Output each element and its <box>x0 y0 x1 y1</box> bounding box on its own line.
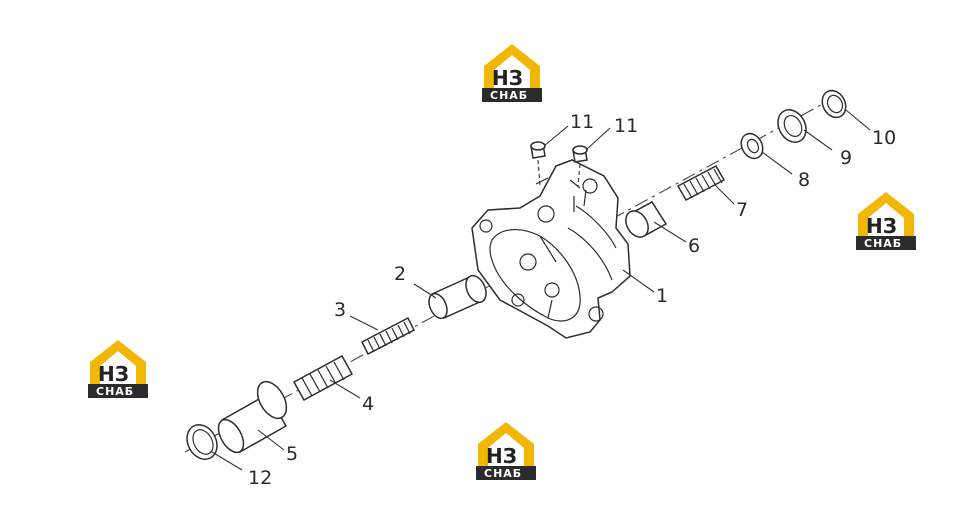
right-spring-part <box>676 164 726 202</box>
piston-part <box>625 201 668 238</box>
watermark-logo-top: НЗ СНАБ <box>482 44 542 102</box>
washer-part <box>740 132 764 160</box>
snap-ring-part-left <box>186 424 218 460</box>
callout-7: 7 <box>736 199 748 221</box>
svg-text:НЗ: НЗ <box>486 444 517 468</box>
callout-1: 1 <box>656 285 668 307</box>
svg-text:НЗ: НЗ <box>866 214 897 238</box>
callout-10: 10 <box>872 127 896 149</box>
valve-body-part <box>471 159 631 339</box>
callout-4: 4 <box>362 393 374 415</box>
seal-ring-part <box>777 109 807 143</box>
callout-11-left: 11 <box>570 111 594 133</box>
callout-12: 12 <box>248 467 272 489</box>
leader-lines <box>211 109 871 471</box>
outer-spring-part <box>292 354 354 402</box>
watermark-logo-right: НЗ СНАБ <box>856 192 916 250</box>
callout-8: 8 <box>798 169 810 191</box>
callout-9: 9 <box>840 147 852 169</box>
svg-text:НЗ: НЗ <box>98 362 129 386</box>
svg-text:СНАБ: СНАБ <box>490 89 528 102</box>
callout-5: 5 <box>286 443 298 465</box>
plug-axis-right <box>577 163 581 187</box>
sleeve-part <box>428 274 487 320</box>
plunger-part <box>217 380 288 454</box>
callout-3: 3 <box>334 299 346 321</box>
callout-11-right: 11 <box>614 115 638 137</box>
svg-text:НЗ: НЗ <box>492 66 523 90</box>
plug-part-right <box>572 145 588 163</box>
svg-text:СНАБ: СНАБ <box>484 467 522 480</box>
plug-part-left <box>530 141 546 159</box>
inner-spring-part <box>360 316 416 356</box>
snap-ring-part-right <box>821 89 847 119</box>
svg-text:СНАБ: СНАБ <box>96 385 134 398</box>
watermark-logo-left: НЗ СНАБ <box>88 340 148 398</box>
watermark-logo-bottom: НЗ СНАБ <box>476 422 536 480</box>
callout-2: 2 <box>394 263 406 285</box>
svg-text:СНАБ: СНАБ <box>864 237 902 250</box>
plug-axis-left <box>537 159 541 187</box>
callout-6: 6 <box>688 235 700 257</box>
